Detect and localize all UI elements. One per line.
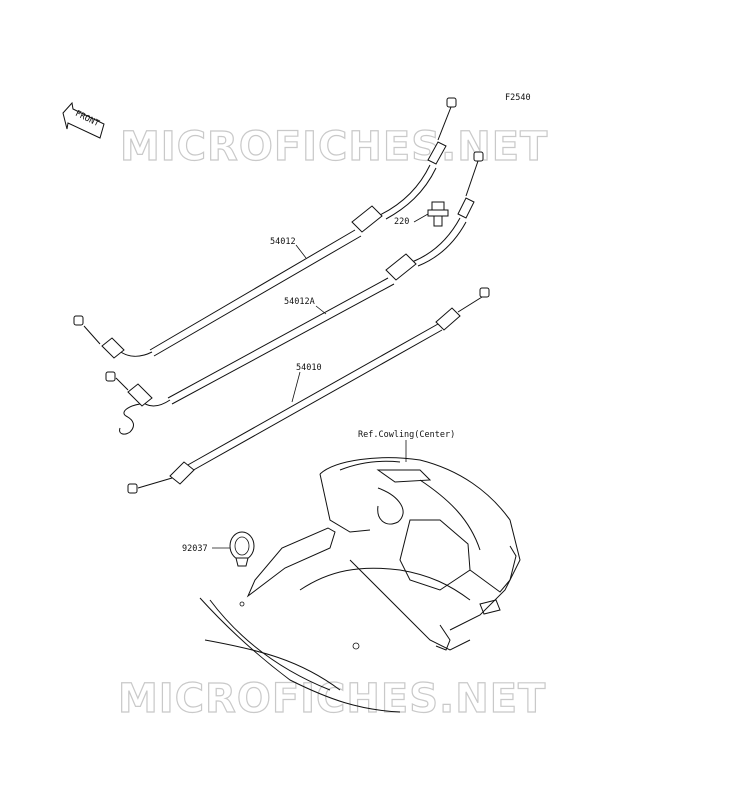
front-label: FRONT — [73, 109, 100, 129]
watermark-top: MICROFICHES.NET — [120, 124, 548, 170]
leader-54010 — [291, 371, 301, 403]
part-label-54012: 54012 — [270, 237, 296, 247]
front-arrow-icon: FRONT — [62, 101, 105, 139]
leader-220 — [413, 213, 429, 223]
part-label-92037: 92037 — [182, 544, 208, 554]
reference-label: Ref.Cowling(Center) — [358, 430, 455, 440]
cable-54012a — [105, 151, 484, 435]
leader-54012a — [315, 305, 327, 315]
part-label-54010: 54010 — [296, 363, 322, 373]
cable-54012 — [73, 97, 457, 359]
part-label-220: 220 — [394, 217, 409, 227]
clip-92037 — [229, 531, 255, 607]
cable-54010 — [127, 287, 490, 494]
part-label-54012a: 54012A — [284, 297, 315, 307]
bolt-220 — [427, 201, 449, 227]
figure-code: F2540 — [505, 93, 531, 103]
watermark-bottom: MICROFICHES.NET — [118, 676, 546, 722]
leader-54012 — [295, 244, 307, 259]
cowling-center — [199, 457, 521, 713]
